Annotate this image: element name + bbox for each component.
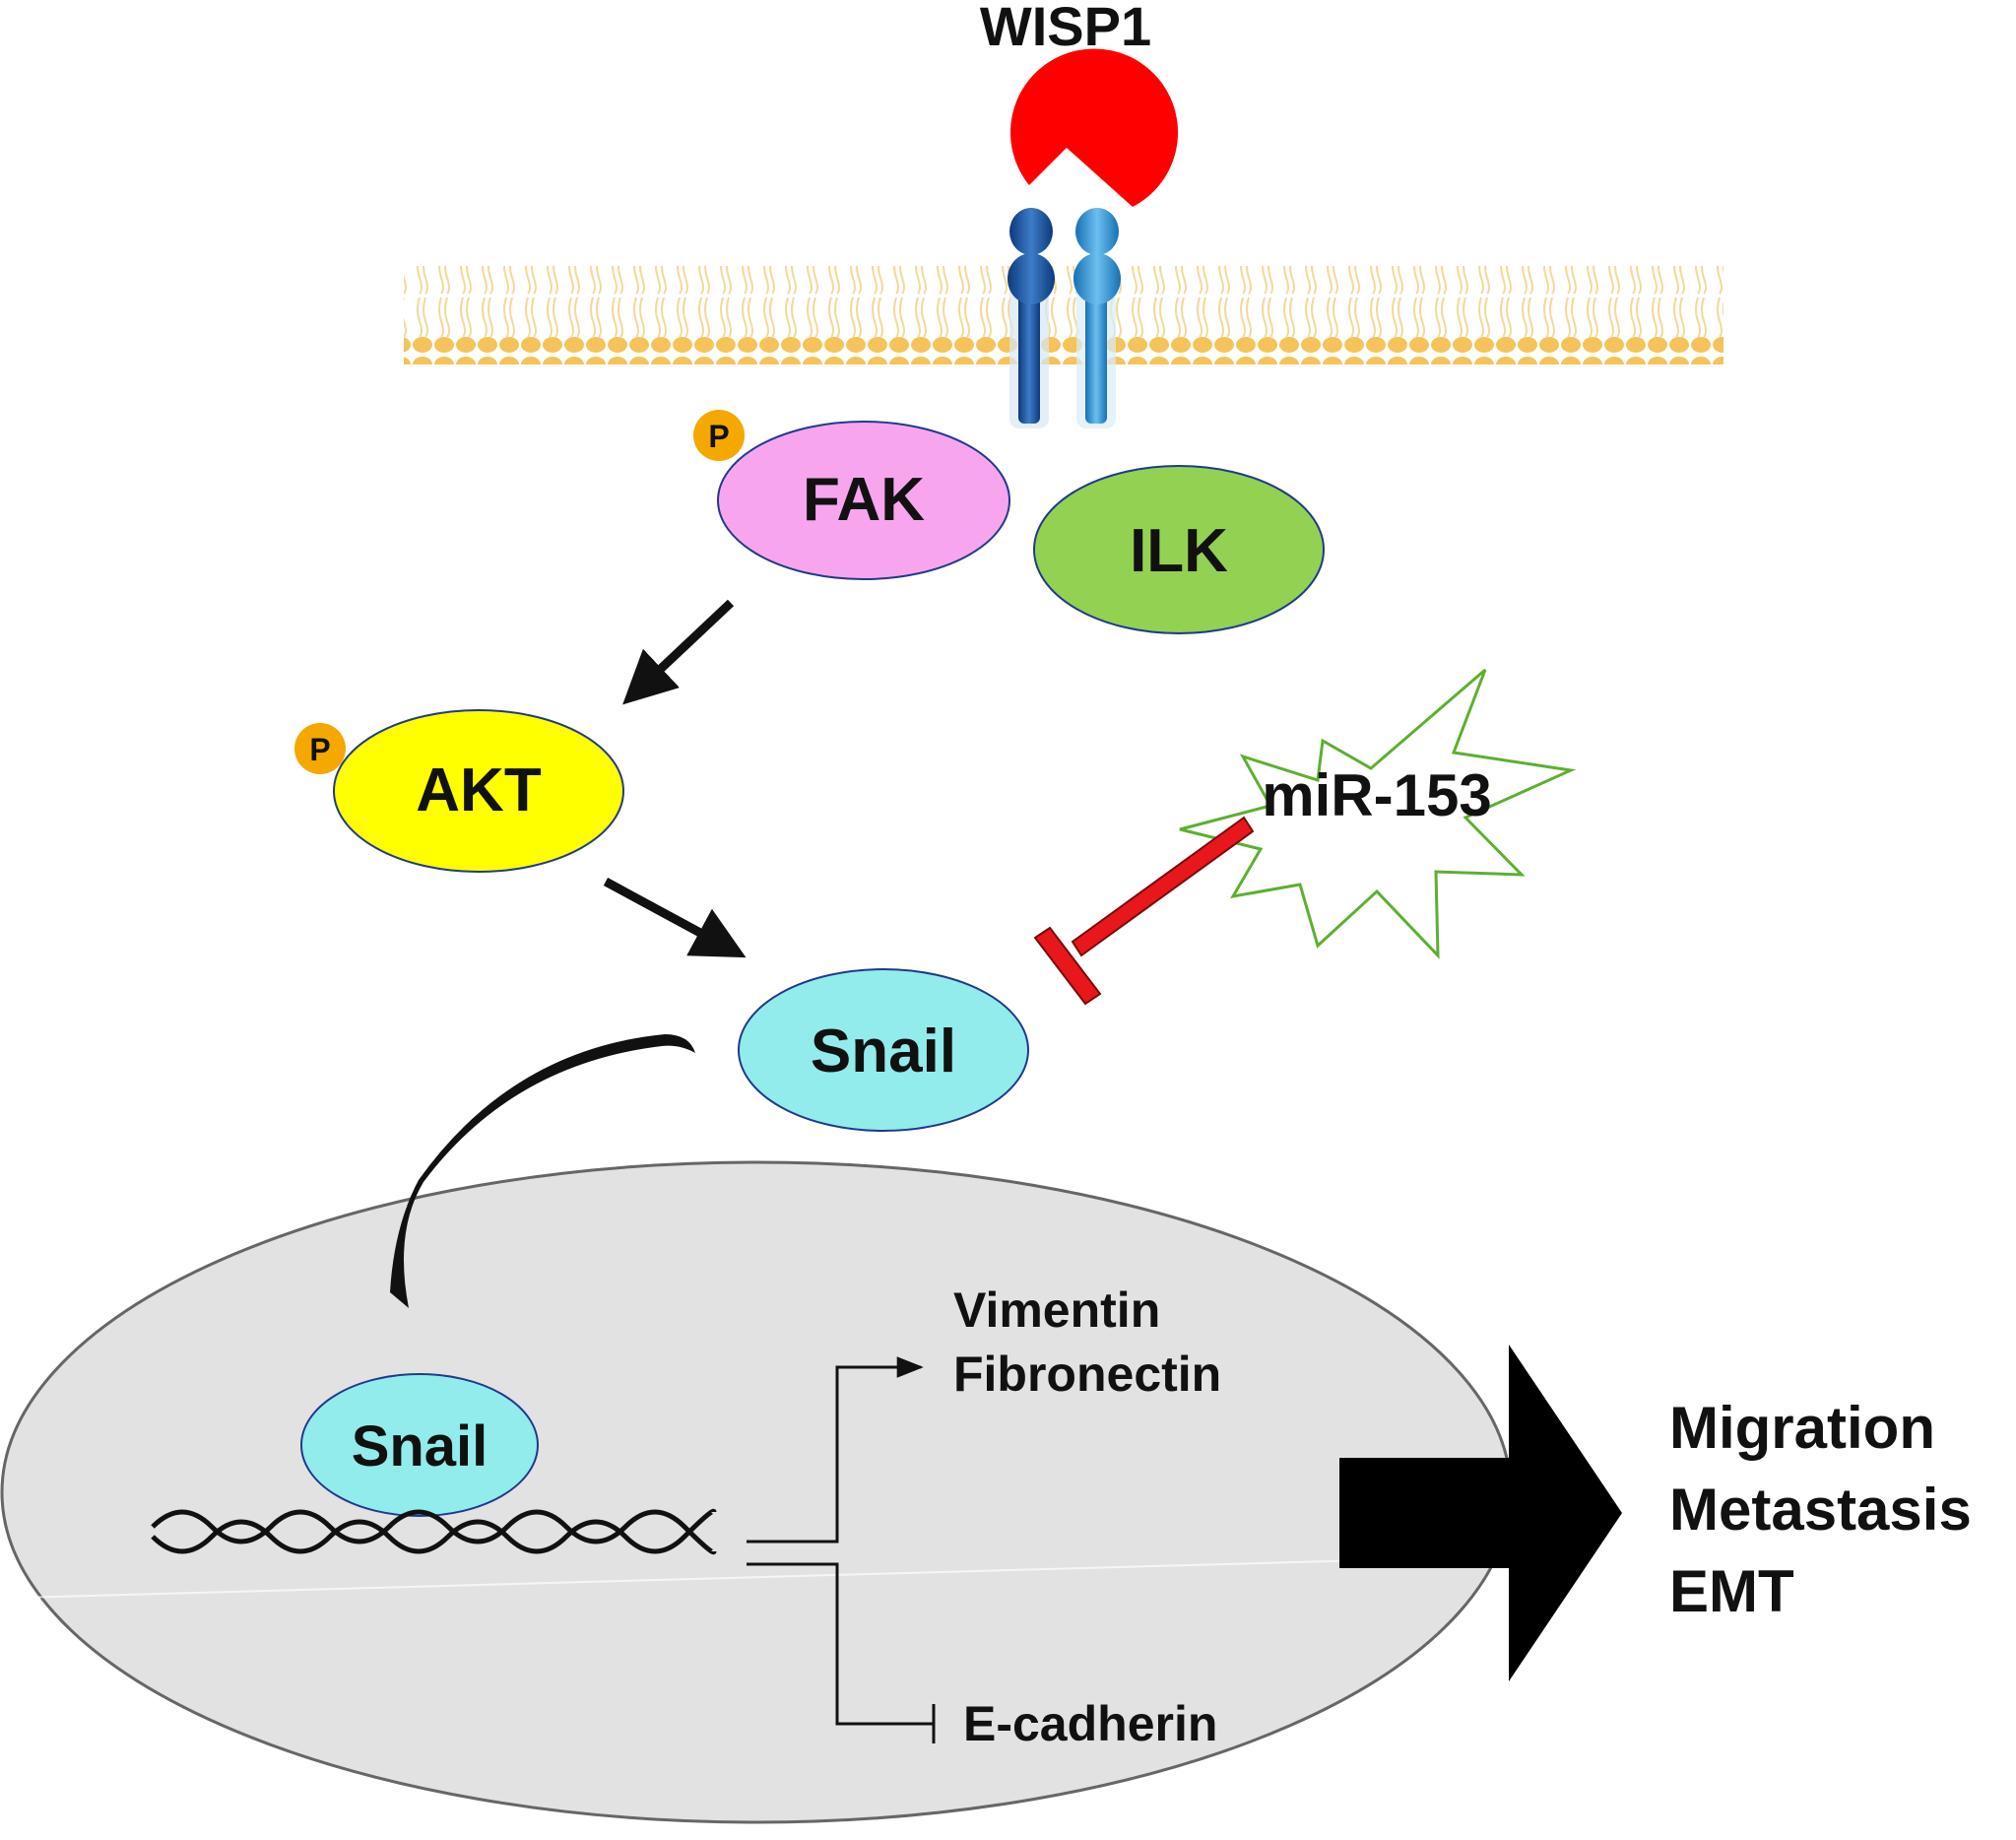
mir153-label: miR-153	[1262, 762, 1491, 828]
receptor-left-subunit	[1008, 208, 1055, 428]
mir153-inhibits-snail	[1033, 816, 1255, 1006]
integrin-receptor	[1008, 208, 1121, 428]
gene-repression-line	[747, 1562, 936, 1743]
outcome-migration: Migration	[1669, 1395, 1935, 1461]
ilk-label: ILK	[1130, 517, 1228, 585]
snail-label: Snail	[811, 1018, 956, 1085]
akt-to-snail-arrow	[603, 878, 747, 958]
outcome-metastasis: Metastasis	[1669, 1477, 1972, 1543]
fak-phospho-label: P	[708, 419, 729, 454]
fak-node: FAK	[717, 421, 1010, 580]
akt-phospho-badge: P	[294, 723, 346, 774]
akt-phospho-label: P	[309, 732, 330, 767]
target-vimentin: Vimentin	[953, 1282, 1160, 1338]
snail-node: Snail	[738, 968, 1029, 1132]
dna-helix	[151, 1508, 717, 1555]
akt-label: AKT	[416, 756, 542, 824]
wisp1-label: WISP1	[980, 0, 1151, 57]
outcome-arrow	[1339, 1345, 1622, 1681]
fak-label: FAK	[803, 466, 925, 534]
target-e-cadherin: E-cadherin	[963, 1696, 1217, 1751]
target-fibronectin: Fibronectin	[953, 1347, 1221, 1402]
nuclear-snail-label: Snail	[352, 1414, 488, 1479]
wisp1-ligand: WISP1	[980, 0, 1179, 207]
nuclear-snail-node: Snail	[300, 1373, 539, 1517]
outcome-emt: EMT	[1669, 1558, 1794, 1624]
fak-to-akt-arrow	[622, 599, 735, 705]
akt-node: AKT	[333, 709, 624, 873]
cell-membrane	[404, 266, 1723, 364]
nucleus	[0, 1160, 1513, 1824]
receptor-right-subunit	[1073, 208, 1121, 428]
gene-activation-line	[747, 1356, 924, 1544]
mir153-node: miR-153	[1179, 668, 1577, 959]
fak-phospho-badge: P	[693, 410, 745, 461]
ilk-node: ILK	[1033, 465, 1325, 634]
